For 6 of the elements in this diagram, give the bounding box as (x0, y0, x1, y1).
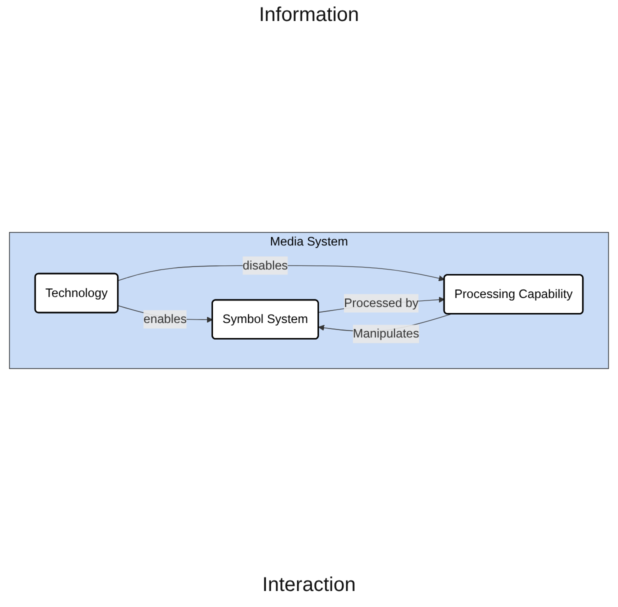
edge-label: Processed by (344, 296, 419, 310)
edge-label: disables (242, 258, 288, 272)
section-label: Information (258, 3, 360, 28)
edge-label: Manipulates (352, 326, 420, 340)
edge-label: enables (144, 312, 187, 326)
section-label: Interaction (262, 573, 356, 598)
